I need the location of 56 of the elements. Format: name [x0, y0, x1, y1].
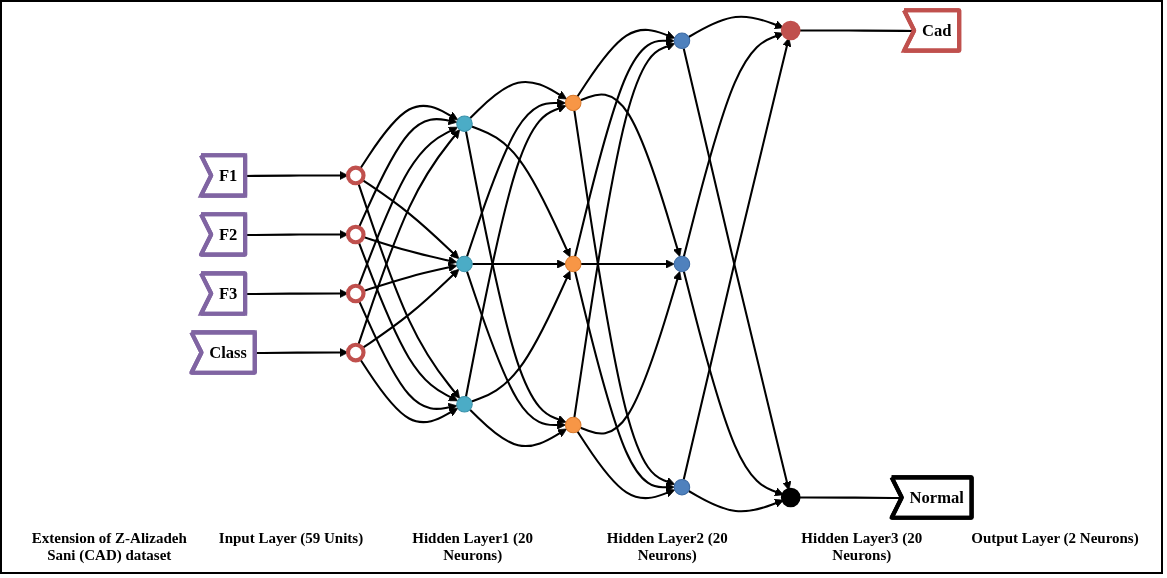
layer-label: Hidden Layer1 (20 Neurons): [411, 530, 535, 564]
node-circle: [456, 115, 473, 132]
node-circle: [780, 487, 801, 508]
layer-label: Hidden Layer2 (20 Neurons): [605, 530, 729, 564]
arrow: [471, 270, 571, 403]
arrow: [361, 268, 460, 350]
layer-label: Output Layer (2 Neurons): [971, 530, 1139, 548]
arrow: [362, 235, 458, 266]
node-circle: [345, 283, 366, 304]
arrow: [573, 110, 676, 486]
arrow: [357, 241, 458, 402]
arrow: [464, 104, 567, 397]
node-circle: [456, 255, 473, 273]
node-circle: [780, 20, 801, 41]
node-circle: [673, 255, 691, 273]
arrow: [358, 116, 458, 228]
arrow: [581, 259, 675, 269]
arrow: [576, 28, 676, 98]
node-circle: [345, 224, 366, 245]
node-circle: [564, 255, 582, 273]
arrow: [469, 409, 567, 448]
node-circle: [673, 478, 691, 496]
arrow: [471, 125, 571, 258]
arrow: [576, 430, 676, 500]
node-circle: [345, 165, 366, 186]
arrow: [574, 271, 675, 492]
arrow: [682, 271, 784, 497]
arrow: [469, 80, 567, 119]
arrow: [357, 126, 458, 287]
arrow: [574, 36, 675, 257]
node-circle: [564, 416, 582, 434]
arrow: [466, 98, 566, 257]
arrow: [580, 271, 682, 435]
arrow: [357, 182, 461, 399]
arrow: [362, 262, 458, 293]
arrow: [359, 358, 459, 424]
layer-label: Input Layer (59 Units): [218, 530, 364, 548]
arrow: [472, 259, 566, 269]
arrow: [573, 42, 676, 418]
arrow: [464, 131, 567, 424]
arrow: [359, 104, 459, 170]
arrow: [466, 271, 566, 430]
arrow: [361, 178, 460, 260]
node-circle: [345, 342, 366, 363]
arrow: [682, 31, 784, 257]
layer-label: Hidden Layer3 (20 Neurons): [800, 530, 924, 564]
arrow: [255, 348, 349, 358]
arrow: [580, 93, 682, 257]
node-circle: [673, 32, 691, 50]
arrow: [688, 15, 784, 38]
node-circle: [456, 396, 473, 413]
arrow: [688, 490, 784, 513]
node-circle: [564, 94, 582, 112]
arrow: [358, 300, 458, 412]
arrow: [357, 129, 461, 346]
dataset-caption: Extension of Z-Alizadeh Sani (CAD) dataset: [30, 530, 188, 564]
